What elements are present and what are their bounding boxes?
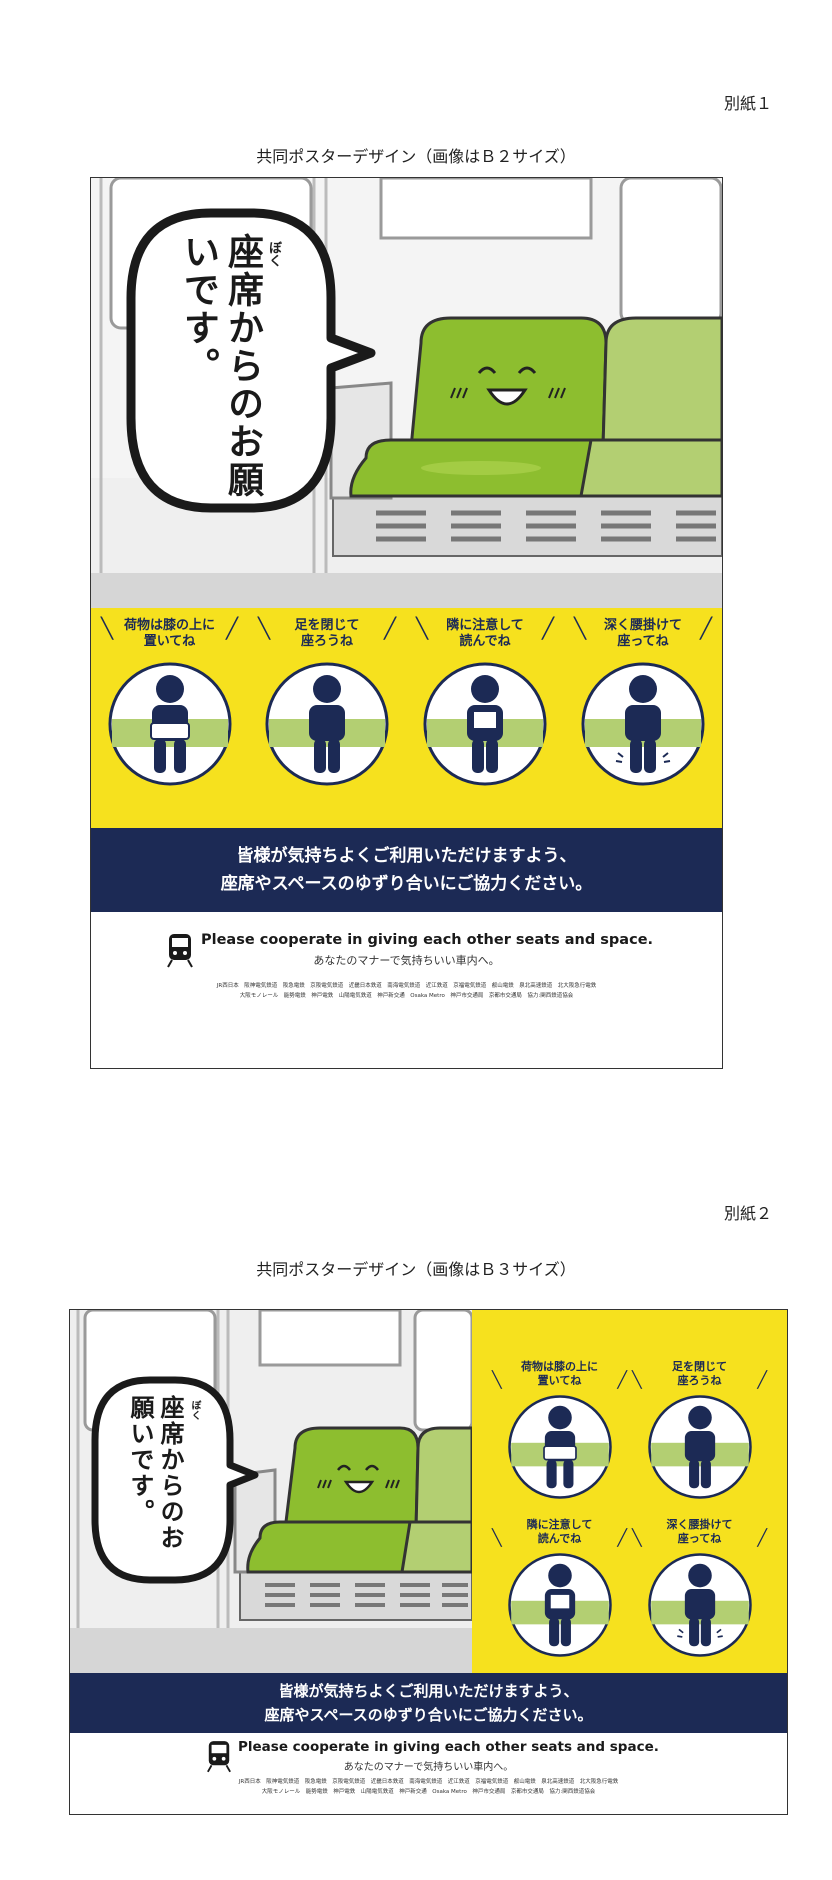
banner-line-1: 皆様が気持ちよくご利用いただけますよう、 <box>236 846 577 866</box>
person-reading-icon <box>423 662 547 785</box>
tip-luggage: ╲╱ 荷物は膝の上に置いてね <box>492 1360 627 1515</box>
poster-caption-1: 共同ポスターデザイン（画像はＢ２サイズ） <box>256 147 576 166</box>
speech-bubble-text: 座席からのお願いです。 <box>178 233 263 499</box>
tip-label-line1: 深く腰掛けて <box>603 618 682 633</box>
tip-label-line1: 隣に注意して <box>446 618 524 633</box>
tip-label-line2: 座ろうね <box>677 1373 722 1387</box>
tip-label-line2: 置いてね <box>143 634 196 650</box>
train-interior-illustration <box>91 178 722 640</box>
poster-b3: 座席からのお願いです。 ぼく ╲╱ 荷物は膝の上に置いてね ╲╱ 足を閉じて座ろ… <box>69 1309 788 1815</box>
poster-footer: Please cooperate in giving each other se… <box>91 912 722 1068</box>
tip-legs: ╲╱ 足を閉じて座ろうね <box>248 608 406 828</box>
banner-line-1: 皆様が気持ちよくご利用いただけますよう、 <box>278 1682 579 1700</box>
tip-sit-deep: ╲╱ 深く腰掛けて座ってね <box>564 608 722 828</box>
tip-sit-deep: ╲╱ 深く腰掛けて座ってね <box>632 1518 767 1673</box>
tip-label-line2: 読んでね <box>537 1531 582 1545</box>
banner-line-2: 座席やスペースのゆずり合いにご協力ください。 <box>220 874 593 894</box>
tip-label-line2: 読んでね <box>459 634 511 650</box>
cooperation-banner: 皆様が気持ちよくご利用いただけますよう、 座席やスペースのゆずり合いにご協力くだ… <box>70 1673 787 1733</box>
tip-label-line2: 座ってね <box>677 1531 722 1545</box>
tip-label-line1: 足を閉じて <box>672 1360 727 1373</box>
train-icon <box>167 934 193 968</box>
person-legs-closed-icon <box>265 662 389 785</box>
tip-label-line2: 座ろうね <box>300 634 353 650</box>
tip-label-line2: 置いてね <box>537 1373 582 1387</box>
person-holding-bag-icon <box>108 662 231 785</box>
tip-label-line1: 深く腰掛けて <box>666 1518 733 1531</box>
tip-reading: ╲╱ 隣に注意して読んでね <box>406 608 564 828</box>
person-reading-icon <box>507 1552 612 1657</box>
tip-luggage: ╲╱ 荷物は膝の上に置いてね <box>91 608 248 828</box>
tip-label-line1: 隣に注意して <box>526 1518 593 1531</box>
poster-footer: Please cooperate in giving each other se… <box>70 1733 787 1814</box>
operator-list-line-1: JR西日本 阪神電気鉄道 阪急電鉄 京阪電気鉄道 近畿日本鉄道 南海電気鉄道 近… <box>238 1779 619 1785</box>
attachment-label-2: 別紙２ <box>723 1204 772 1223</box>
poster-b2: 座席からのお願いです。 ぼく ╲╱ 荷物は膝の上に置いてね ╲╱ 足を閉じて座ろ… <box>90 177 723 1069</box>
person-legs-closed-icon <box>647 1394 752 1499</box>
footer-english-message: Please cooperate in giving each other se… <box>238 1739 659 1755</box>
operator-list-line-2: 大阪モノレール 能勢電鉄 神戸電鉄 山陽電気鉄道 神戸新交通 Osaka Met… <box>261 1789 596 1795</box>
tip-label-line1: 荷物は膝の上に <box>521 1360 598 1373</box>
person-holding-bag-icon <box>507 1394 612 1499</box>
tip-reading: ╲╱ 隣に注意して読んでね <box>492 1518 627 1673</box>
speech-bubble-text: 座席からのお願いです。 <box>126 1395 184 1551</box>
tip-legs: ╲╱ 足を閉じて座ろうね <box>632 1360 767 1515</box>
train-interior-illustration <box>70 1310 472 1680</box>
train-interior-scene: 座席からのお願いです。 ぼく <box>91 178 722 640</box>
manner-tips-panel: ╲╱ 荷物は膝の上に置いてね ╲╱ 足を閉じて座ろうね ╲ <box>472 1310 787 1680</box>
manner-tips-panel: ╲╱ 荷物は膝の上に置いてね ╲╱ 足を閉じて座ろうね ╲ <box>91 608 722 828</box>
attachment-label-1: 別紙１ <box>723 94 772 113</box>
train-interior-scene: 座席からのお願いです。 ぼく <box>70 1310 472 1680</box>
tip-label-line2: 座ってね <box>617 634 669 650</box>
train-icon <box>207 1741 231 1773</box>
banner-line-2: 座席やスペースのゆずり合いにご協力ください。 <box>264 1706 593 1724</box>
cooperation-banner: 皆様が気持ちよくご利用いただけますよう、 座席やスペースのゆずり合いにご協力くだ… <box>91 828 722 912</box>
tip-label-line1: 足を閉じて <box>294 618 360 633</box>
poster-caption-2: 共同ポスターデザイン（画像はＢ３サイズ） <box>256 1260 576 1279</box>
footer-english-message: Please cooperate in giving each other se… <box>201 932 654 948</box>
footer-japanese-message: あなたのマナーで気持ちいい車内へ。 <box>313 954 500 967</box>
tip-label-line1: 荷物は膝の上に <box>123 618 215 633</box>
person-sitting-deep-icon <box>647 1552 752 1657</box>
speech-bubble-ruby: ぼく <box>189 1400 200 1420</box>
speech-bubble-ruby: ぼく <box>266 241 281 267</box>
operator-list-line-1: JR西日本 阪神電気鉄道 阪急電鉄 京阪電気鉄道 近畿日本鉄道 南海電気鉄道 近… <box>216 983 597 989</box>
operator-list-line-2: 大阪モノレール 能勢電鉄 神戸電鉄 山陽電気鉄道 神戸新交通 Osaka Met… <box>239 993 574 999</box>
footer-japanese-message: あなたのマナーで気持ちいい車内へ。 <box>343 1762 514 1773</box>
person-sitting-deep-icon <box>581 662 705 785</box>
